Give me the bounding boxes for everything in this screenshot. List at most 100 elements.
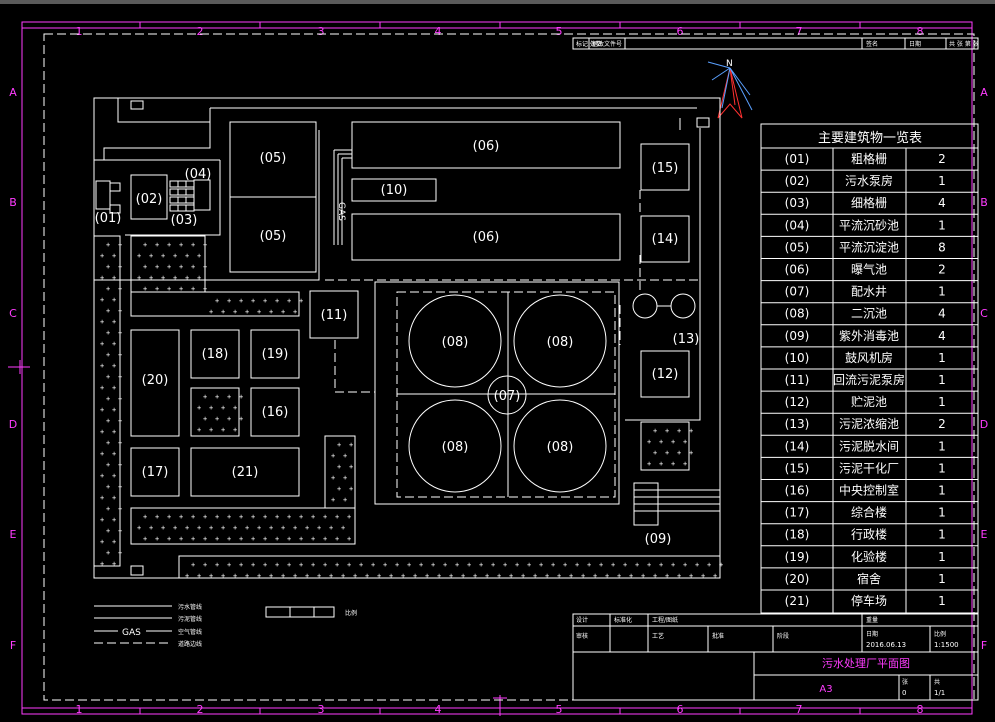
hatch-mark: + (100, 428, 104, 436)
building-10-label: (10) (381, 183, 408, 198)
building-08b[interactable] (513, 294, 607, 388)
schedule-row-18-id: (18) (785, 528, 810, 542)
hatch-mark: + (112, 318, 116, 326)
hatch-mark: + (263, 561, 267, 569)
building-06b-label: (06) (473, 230, 500, 245)
schedule-row-14-name: 污泥脱水间 (839, 438, 899, 453)
svg-text:标准化: 标准化 (614, 616, 632, 624)
hatch-mark: + (599, 561, 603, 569)
hatch-mark: + (112, 516, 116, 524)
building-04[interactable] (193, 179, 211, 211)
building-11[interactable] (309, 290, 359, 339)
schedule-row-17-name: 综合楼 (851, 505, 887, 520)
hatch-mark: + (257, 308, 261, 316)
hatch-mark: + (635, 561, 639, 569)
hatch-mark: + (203, 513, 207, 521)
schedule-row-18-qty: 1 (938, 528, 946, 542)
building-12[interactable] (640, 350, 690, 398)
hatch-mark: + (383, 561, 387, 569)
hatch-mark: + (137, 524, 141, 532)
hatch-mark: + (209, 524, 213, 532)
hatch-mark: + (293, 308, 297, 316)
top-scrollbar[interactable] (0, 0, 995, 4)
building-13a[interactable] (632, 293, 658, 319)
hatch-mark: + (287, 513, 291, 521)
hatch-mark: + (167, 535, 171, 543)
grid-row-e: E (10, 528, 17, 541)
hatch-mark: + (227, 393, 231, 401)
hatch-mark: + (143, 535, 147, 543)
building-15[interactable] (640, 143, 690, 191)
grid-row-d-right: D (980, 418, 988, 431)
grid-col-5-bottom: 5 (556, 703, 563, 716)
hatch-mark: + (331, 452, 335, 460)
svg-text:共 张 第 张: 共 张 第 张 (949, 40, 979, 48)
building-03[interactable] (169, 180, 195, 212)
building-08c[interactable] (408, 399, 502, 493)
hatch-mark: + (203, 561, 207, 569)
hatch-mark: + (419, 561, 423, 569)
building-20-label: (20) (142, 373, 169, 388)
schedule-row-2-qty: 1 (938, 174, 946, 188)
building-10[interactable] (351, 178, 437, 202)
building-14[interactable] (640, 215, 690, 263)
building-20[interactable] (130, 329, 180, 437)
building-21[interactable] (190, 447, 300, 497)
drawing-title: 污水处理厂平面图 (822, 657, 910, 670)
schedule-row-4-id: (04) (785, 218, 810, 232)
schedule-row-7-id: (07) (785, 285, 810, 299)
hatch-mark: + (527, 561, 531, 569)
building-13b[interactable] (670, 293, 696, 319)
inner-border (43, 33, 975, 701)
building-08a[interactable] (408, 294, 502, 388)
building-14-label: (14) (652, 232, 679, 247)
hatch-mark: + (349, 463, 353, 471)
schedule-row-15-name: 污泥干化厂 (839, 461, 899, 475)
building-19[interactable] (250, 329, 300, 379)
hatch-mark: + (112, 494, 116, 502)
building-07[interactable] (487, 375, 527, 415)
building-17[interactable] (130, 447, 180, 497)
hatch-mark: + (112, 450, 116, 458)
hatch-mark: + (443, 561, 447, 569)
grid-row-e-right: E (981, 528, 988, 541)
hatch-mark: + (185, 252, 189, 260)
schedule-row-12-id: (12) (785, 395, 810, 409)
hatch-mark: + (118, 285, 122, 293)
building-12-label: (12) (652, 367, 679, 382)
building-09[interactable] (633, 482, 720, 526)
building-08a-label: (08) (442, 335, 469, 350)
building-16[interactable] (250, 387, 300, 437)
hatch-mark: + (118, 263, 122, 271)
schedule-row-1-qty: 2 (938, 152, 946, 166)
building-03-label: (03) (171, 213, 198, 228)
schedule-row-15-qty: 1 (938, 461, 946, 475)
hatch-mark: + (515, 561, 519, 569)
hatch-mark: + (299, 561, 303, 569)
hatch-mark: + (269, 572, 273, 580)
svg-text:标记 处数: 标记 处数 (576, 40, 602, 48)
building-06b[interactable] (351, 213, 621, 261)
hatch-mark: + (659, 561, 663, 569)
hatch-mark: + (323, 535, 327, 543)
hatch-mark: + (191, 285, 195, 293)
hatch-mark: + (509, 572, 513, 580)
building-08d[interactable] (513, 399, 607, 493)
hatch-mark: + (331, 496, 335, 504)
hatch-mark: + (197, 252, 201, 260)
building-02[interactable] (130, 174, 168, 220)
building-18[interactable] (190, 329, 240, 379)
hatch-mark: + (467, 561, 471, 569)
hatch-mark: + (281, 308, 285, 316)
hatch-mark: + (221, 524, 225, 532)
svg-text:工艺: 工艺 (652, 632, 664, 640)
schedule-row-21-name: 停车场 (851, 593, 887, 608)
hatch-mark: + (191, 263, 195, 271)
outer-frame (21, 21, 973, 715)
hatch-mark: + (112, 560, 116, 568)
schedule-row-19-id: (19) (785, 550, 810, 564)
building-06a[interactable] (351, 121, 621, 169)
hatch-mark: + (215, 561, 219, 569)
svg-text:重量: 重量 (866, 616, 878, 624)
hatch-mark: + (497, 572, 501, 580)
